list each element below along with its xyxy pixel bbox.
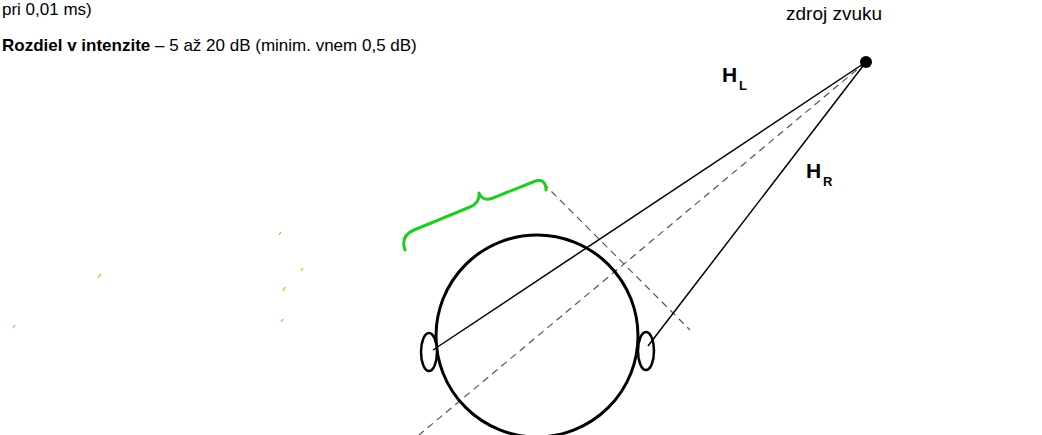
head-circle	[436, 235, 638, 435]
source-label: zdroj zvuku	[786, 3, 882, 26]
path-difference-brace	[404, 181, 546, 250]
path-symbol: H	[806, 158, 821, 183]
left-ear	[421, 333, 437, 371]
wavefront-line	[543, 183, 690, 330]
note-text: – 5 až 20 dB (minim. vnem 0,5 dB)	[155, 36, 417, 55]
intensity-note: Rozdiel v intenzite – 5 až 20 dB (minim. …	[2, 35, 480, 58]
note-text: pri 0,01 ms)	[2, 0, 92, 20]
right-ear	[638, 332, 654, 370]
path-subscript: R	[823, 174, 832, 190]
left-path-line	[433, 62, 866, 350]
path-subscript: L	[739, 78, 747, 94]
specks	[13, 232, 303, 328]
path-symbol: H	[722, 62, 737, 87]
right-path-line	[648, 62, 866, 346]
heading-text: Rozdiel v intenzite	[2, 36, 150, 55]
sound-source-dot	[860, 56, 872, 68]
